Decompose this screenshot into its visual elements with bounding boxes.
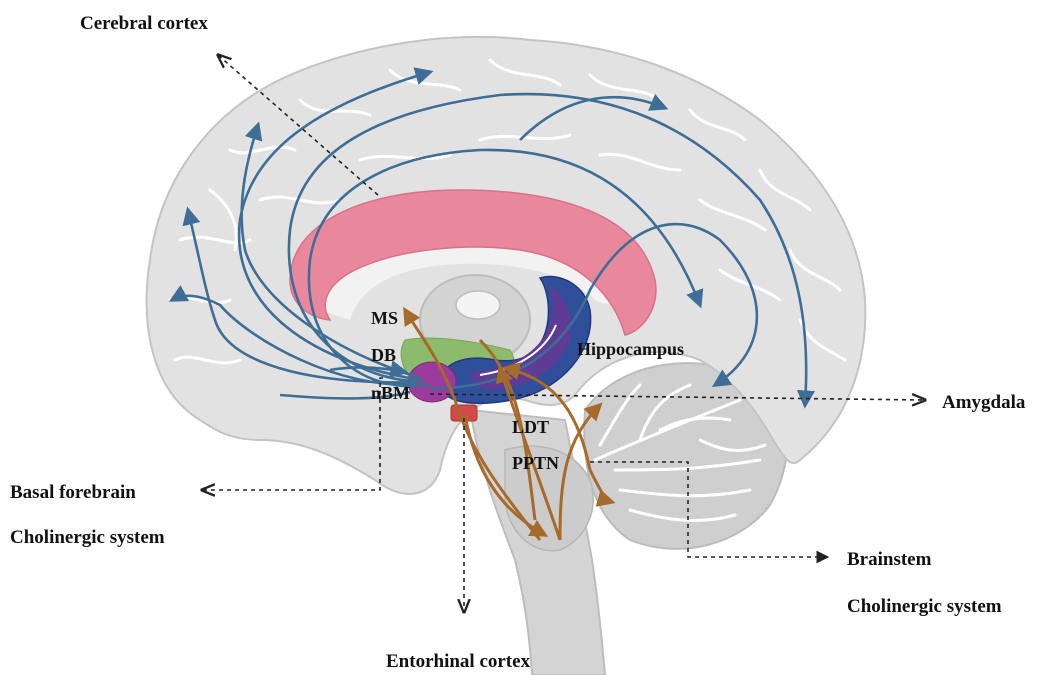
label-ms: MS [371,308,398,328]
label-pptn-visible: PPTN [512,453,559,473]
thalamus-center [456,291,500,319]
label-brainstem-cholinergic-system: Cholinergic system [847,596,1002,617]
label-hippocampus: Hippocampus [577,339,684,359]
label-cerebral-cortex: Cerebral cortex [80,13,208,34]
label-amygdala: Amygdala [942,392,1026,413]
label-db: DB [371,345,396,365]
label-entorhinal-cortex: Entorhinal cortex [386,651,531,672]
label-basal-forebrain: Basal forebrain [10,482,136,503]
label-ldt: LDT [512,417,549,437]
label-basal-cholinergic-system: Cholinergic system [10,527,165,548]
label-nbm: nBM [371,383,410,403]
label-brainstem: Brainstem [847,549,932,570]
